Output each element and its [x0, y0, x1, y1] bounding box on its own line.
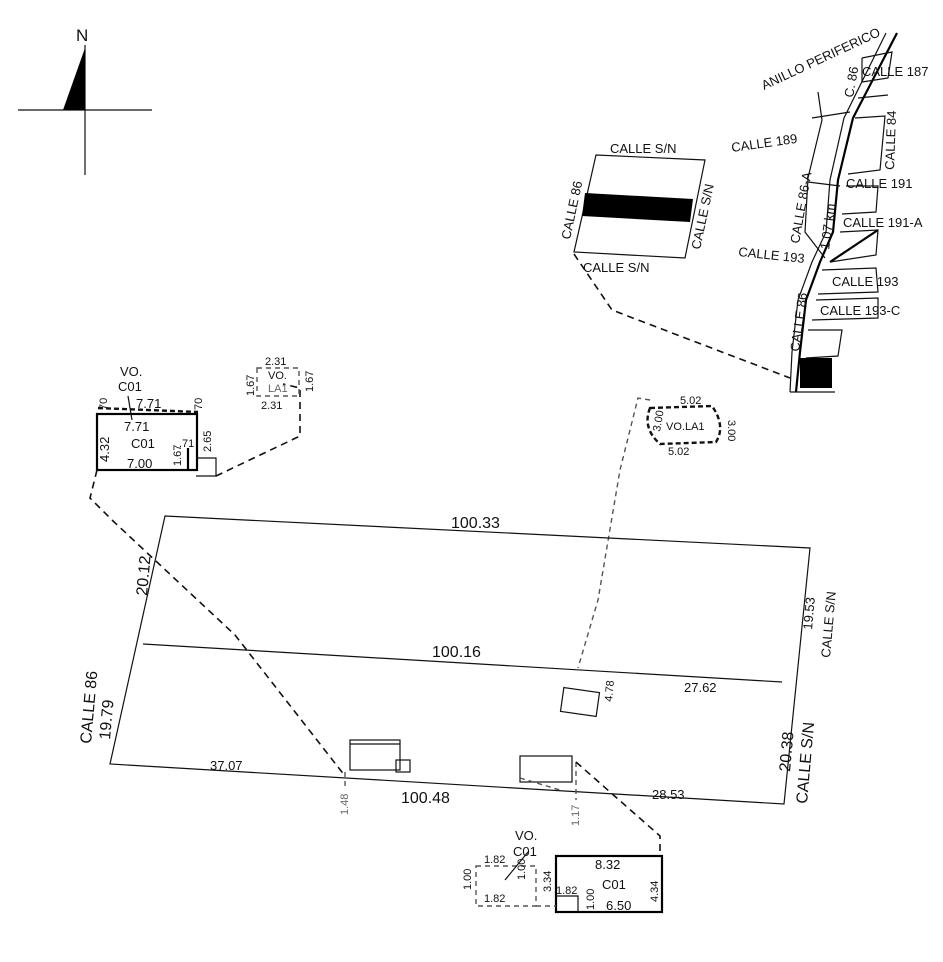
- dim-10016: 100.16: [432, 644, 481, 661]
- bottom-co1: C01: [602, 877, 626, 892]
- detail-left: VO. C01 70 70 7.71 7.71 C01 4.32 .71 1.6…: [89, 364, 301, 521]
- bottom-100b: 1.00: [516, 859, 528, 880]
- dim-2762: 27.62: [684, 680, 717, 695]
- street-calle191a: CALLE 191-A: [843, 215, 923, 230]
- block-top: CALLE S/N: [610, 141, 676, 156]
- bottom-650: 6.50: [606, 898, 631, 913]
- dim-3707: 37.07: [210, 758, 243, 773]
- dim-10033: 100.33: [451, 515, 500, 532]
- bottom-182a: 1.82: [484, 854, 505, 866]
- la1s-167a: 1.67: [245, 375, 257, 396]
- bottom-334: 3.34: [542, 871, 554, 892]
- street-calle86: CALLE 86: [787, 292, 810, 353]
- dim-2853: 28.53: [652, 787, 685, 802]
- bottom-182b: 1.82: [484, 893, 505, 905]
- detail-la1-right: 5.02 3.00 VO.LA1 3.00 5.02: [577, 395, 737, 669]
- dim-1979: 19.79: [97, 699, 117, 740]
- detail-bottom: VO. C01 1.82 1.00 1.00 3.34 1.82 1.82 1.…: [462, 828, 664, 914]
- dim-2012: 20.12: [134, 555, 154, 596]
- street-anillo: ANILLO PERIFERICO: [759, 24, 883, 92]
- street-calle193-right: CALLE 193: [832, 274, 899, 289]
- street-calle191: CALLE 191: [846, 176, 913, 191]
- location-map: ANILLO PERIFERICO C. 86 CALLE 187 CALLE …: [730, 24, 929, 393]
- left-167: 1.67: [172, 445, 184, 466]
- la1s-231b: 2.31: [261, 400, 282, 412]
- block-left: CALLE 86: [558, 180, 585, 241]
- left-700: 7.00: [127, 456, 152, 471]
- calle-sn-lower: CALLE S/N: [794, 721, 818, 804]
- parcel: 100.33 20.12 19.53 CALLE S/N 100.16 4.78…: [78, 515, 839, 856]
- street-calle189: CALLE 189: [730, 131, 798, 155]
- dim-148: 1.48: [339, 794, 351, 815]
- bottom-434: 4.34: [649, 881, 661, 902]
- dim-1953: 19.53: [800, 597, 818, 631]
- la1s-label: LA1: [268, 383, 288, 395]
- bottom-vo: VO.: [515, 828, 537, 843]
- north-arrow: N: [18, 26, 152, 175]
- left-70a: 70: [98, 398, 110, 410]
- bottom-100c: 1.00: [585, 889, 597, 910]
- dim-2038: 20.38: [777, 731, 797, 772]
- bottom-182c: 1.82: [556, 885, 577, 897]
- dim-478: 4.78: [603, 680, 617, 702]
- la1r-label: VO.LA1: [666, 421, 705, 433]
- la1s-167b: 1.67: [304, 371, 316, 392]
- left-70b: 70: [193, 398, 205, 410]
- dim-10048: 100.48: [401, 790, 450, 807]
- la1r-300b: 3.00: [725, 420, 737, 441]
- calle-sn-upper: CALLE S/N: [818, 591, 839, 659]
- north-label: N: [76, 26, 88, 45]
- left-vo: VO.: [120, 364, 142, 379]
- left-co1: C01: [131, 436, 155, 451]
- calle86-label: CALLE 86: [78, 670, 101, 744]
- street-calle193c: CALLE 193-C: [820, 303, 900, 318]
- la1s-vo: VO.: [268, 370, 287, 382]
- bottom-co1-top: C01: [513, 844, 537, 859]
- la1s-231a: 2.31: [265, 356, 286, 368]
- street-c86: C. 86: [841, 65, 861, 98]
- la1r-502b: 5.02: [668, 446, 689, 458]
- la1r-300a: 3.00: [651, 409, 667, 432]
- la1r-502a: 5.02: [680, 395, 701, 407]
- bottom-100a: 1.00: [462, 869, 474, 890]
- street-calle86a: CALLE 86-A: [787, 170, 814, 244]
- street-calle193-left: CALLE 193: [738, 244, 806, 266]
- left-265: 2.65: [202, 431, 214, 452]
- street-calle187: CALLE 187: [862, 64, 929, 79]
- street-calle84: CALLE 84: [882, 110, 899, 170]
- block-bottom: CALLE S/N: [583, 260, 649, 275]
- left-771b: 7.71: [124, 419, 149, 434]
- detail-la1-small: 2.31 VO. LA1 1.67 1.67 2.31: [245, 356, 316, 412]
- block-right: CALLE S/N: [688, 182, 716, 250]
- left-co1-top: C01: [118, 379, 142, 394]
- left-771a: 7.71: [136, 396, 161, 411]
- left-71: .71: [179, 438, 194, 450]
- distance-label: 1.07 km: [817, 203, 838, 251]
- dim-117: 1.17: [570, 805, 582, 826]
- left-432: 4.32: [97, 437, 112, 462]
- bottom-832: 8.32: [595, 857, 620, 872]
